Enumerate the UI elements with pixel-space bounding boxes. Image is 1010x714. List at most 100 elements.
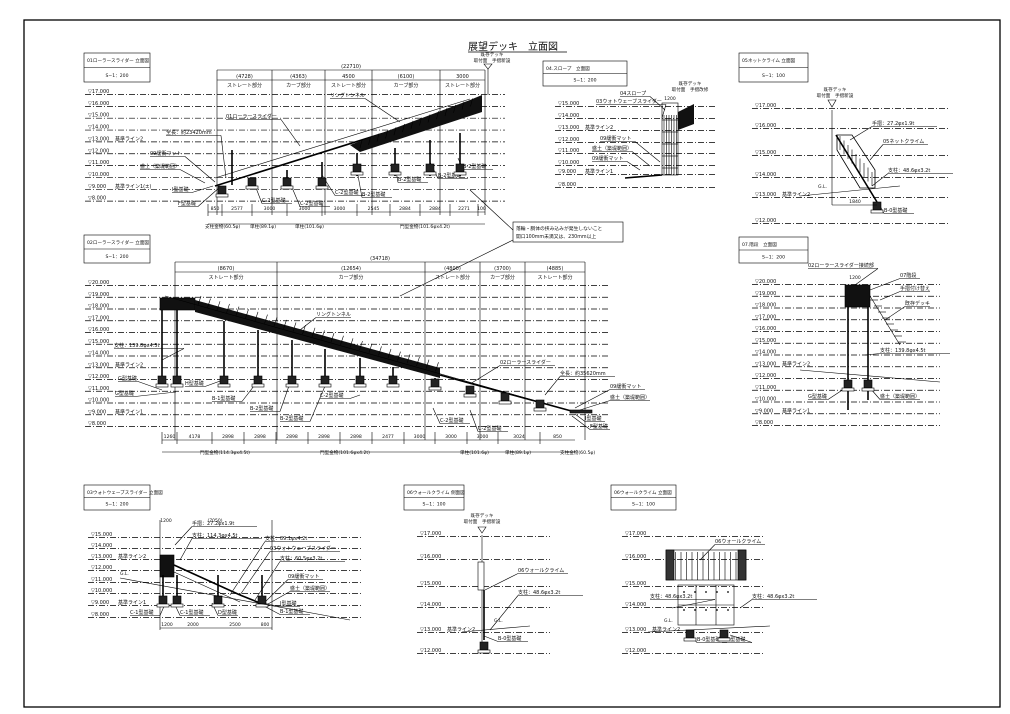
wall-top xyxy=(665,549,747,581)
panel-scale: S−1：200 xyxy=(762,254,785,260)
level-label: ▽18.000 xyxy=(755,303,776,309)
segment-name: カーブ部分 xyxy=(490,274,515,281)
level-label: ▽16.000 xyxy=(420,554,441,560)
callout-label: リングトンネル xyxy=(316,311,351,318)
support-type-label: 単柱(101.6φ) xyxy=(295,223,324,230)
tunnel-rib xyxy=(425,359,430,369)
reference-line-label: 基準ライン2 xyxy=(115,361,143,368)
dimension-value: 100 xyxy=(477,206,486,212)
note-text: 開口100mm未満又は、230mm以上 xyxy=(516,233,596,240)
note-box xyxy=(512,221,624,243)
callout-label: 02ローラースライダー接続部 xyxy=(808,262,874,269)
reference-line-label: 基準ライン2 xyxy=(447,626,475,633)
callout-label: I型基礎 xyxy=(280,600,296,607)
level-label: ▽12.000 xyxy=(91,565,112,571)
segment-length: (4363) xyxy=(290,74,307,80)
dimension-value: 2898 xyxy=(318,434,330,440)
foundation-base xyxy=(285,383,299,388)
ground-line xyxy=(119,577,351,621)
tunnel-rib xyxy=(368,343,373,353)
callout-label: C-2型基礎 xyxy=(478,425,501,432)
panel-scale: S−1：200 xyxy=(105,73,128,79)
foundation-base xyxy=(156,603,170,608)
segment-length: 3000 xyxy=(456,74,469,80)
dimension-value: (7050) xyxy=(208,518,223,524)
leader-line xyxy=(699,544,716,561)
panel-title: 06ウォールクライム 立面図 xyxy=(614,489,672,496)
foundation-block xyxy=(253,375,263,385)
leader-line xyxy=(871,173,889,187)
callout-label: 全長：約23420mm xyxy=(166,129,212,136)
level-label: ▽13.000 xyxy=(625,627,646,633)
tunnel-rib xyxy=(349,338,354,348)
level-label: ▽14.000 xyxy=(755,172,776,178)
level-label: ▽20.000 xyxy=(755,279,776,285)
callout-label: C-2型基礎 xyxy=(262,197,285,204)
foundation-block xyxy=(390,163,400,173)
level-label: ▽12.000 xyxy=(420,648,441,654)
leader-line xyxy=(484,573,519,591)
callout-label: C-2型基礎 xyxy=(335,189,358,196)
callout-label: B-2型基礎 xyxy=(362,191,385,198)
callout-label: B-0型基礎 xyxy=(697,636,720,643)
callout-label: 盛土（築堤範囲） xyxy=(140,163,180,170)
leader-line xyxy=(179,538,193,561)
ground-level-label: G.L. xyxy=(120,571,129,577)
level-label: ▽10.000 xyxy=(755,397,776,403)
level-label: ▽12.000 xyxy=(88,148,109,154)
panel-title: 04.スロープ 立面図 xyxy=(546,65,590,72)
tunnel-rib xyxy=(453,104,456,113)
deck-level-marker xyxy=(827,99,837,108)
segment-length: (4885) xyxy=(547,266,564,272)
foundation-block xyxy=(843,379,853,389)
foundation-base xyxy=(211,603,225,608)
foundation-block xyxy=(719,629,729,639)
level-label: ▽11.000 xyxy=(88,386,109,392)
foundation-block xyxy=(388,375,398,385)
callout-label: B-2型基礎 xyxy=(250,405,273,412)
foundation-block xyxy=(157,375,167,385)
leader-line xyxy=(483,635,499,642)
dimension-value: 3000 xyxy=(414,434,426,440)
dimension-value: 3024 xyxy=(513,434,525,440)
dimension-value: 2898 xyxy=(286,434,298,440)
tunnel-rib xyxy=(406,354,411,364)
callout-label: 手摺：27.2φx1.9t xyxy=(192,520,234,527)
level-label: ▽13.000 xyxy=(558,125,579,131)
segment-name: ストレート部分 xyxy=(445,82,480,89)
segment-name: カーブ部分 xyxy=(339,274,364,281)
tunnel-rib xyxy=(385,130,388,139)
leader-line xyxy=(739,599,753,609)
tunnel-rib xyxy=(330,333,335,343)
callout-label: B-2型基礎 xyxy=(463,163,486,170)
level-label: ▽14.000 xyxy=(91,543,112,549)
leader-line xyxy=(869,144,884,161)
callout-label: 支柱：48.6φx3.2t xyxy=(888,167,930,174)
panel-title: 07.階段 立面図 xyxy=(742,241,777,248)
dimension-value: 850 xyxy=(211,206,220,212)
climbing-hold xyxy=(694,591,696,593)
level-label: ▽9.000 xyxy=(755,408,773,414)
level-label: ▽16.000 xyxy=(88,327,109,333)
leader-line xyxy=(574,413,586,422)
level-label: ▽9.000 xyxy=(558,169,576,175)
level-label: ▽16.000 xyxy=(755,326,776,332)
callout-label: F型基礎 xyxy=(590,423,608,430)
reference-line-label: 基準ライン2 xyxy=(782,191,810,198)
wall-side xyxy=(737,549,747,581)
start-tower xyxy=(159,554,175,578)
dimension-value: 800 xyxy=(261,622,270,628)
foundation-base xyxy=(498,400,512,405)
level-label: ▽10.000 xyxy=(88,172,109,178)
callout-label: H型基礎 xyxy=(185,380,204,387)
callout-label: 02ローラースライダー xyxy=(500,359,551,366)
note-leader xyxy=(399,239,514,297)
foundation-block xyxy=(535,399,545,409)
callout-label: I型基礎 xyxy=(172,186,188,193)
level-label: ▽12.000 xyxy=(88,374,109,380)
level-label: ▽15.000 xyxy=(88,339,109,345)
wave-slide xyxy=(239,594,261,604)
panel-scale: S−1：100 xyxy=(632,502,655,508)
climbing-hold xyxy=(727,609,729,611)
callout-label: 支柱：114.3φx4.5t xyxy=(192,532,238,539)
